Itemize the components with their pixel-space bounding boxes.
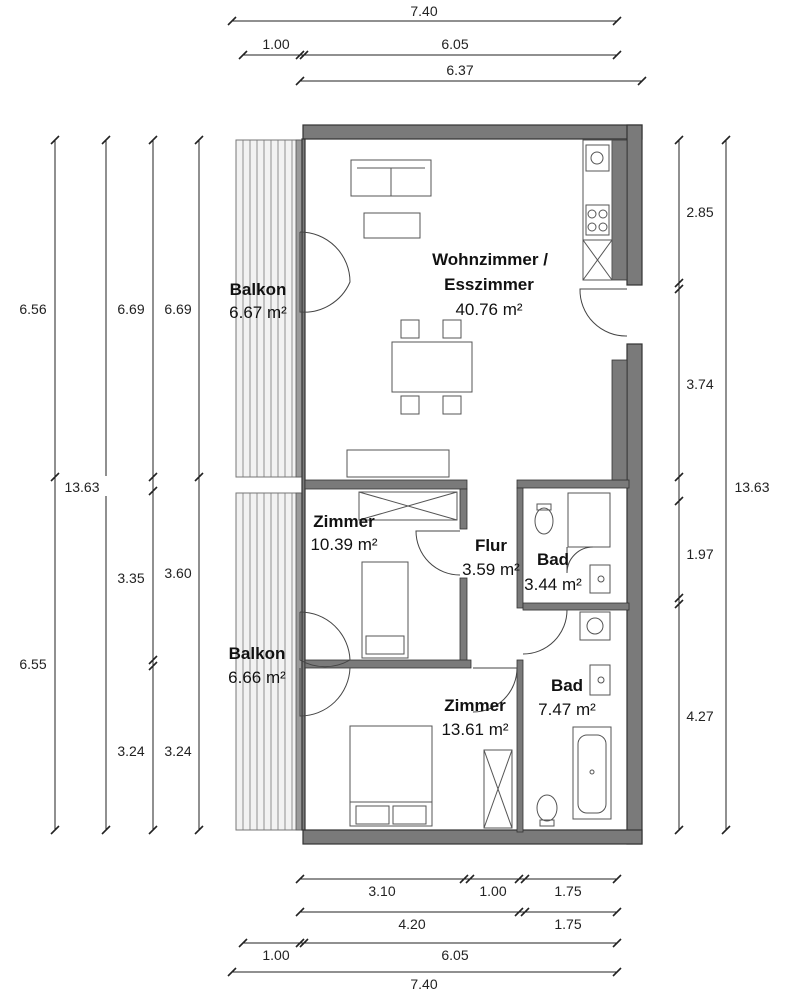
- wardrobe-room1: [358, 491, 458, 521]
- dim-left-d: 6.69: [164, 301, 191, 317]
- dim-left-lower-total: 6.55: [19, 656, 46, 672]
- dim-right-bath1: 1.97: [686, 546, 713, 562]
- dim-bottom-f: 1.00: [262, 947, 289, 963]
- dim-bottom-d: 4.20: [398, 916, 425, 932]
- dim-top-balcony: 1.00: [262, 36, 289, 52]
- label-flur-name: Flur: [475, 536, 507, 555]
- label-bad2-area: 7.47 m²: [538, 700, 596, 719]
- dim-top-interior: 6.05: [441, 36, 468, 52]
- balcony-top: [235, 139, 303, 478]
- coffee-table: [363, 212, 421, 239]
- label-balkon-top-area: 6.67 m²: [229, 303, 287, 322]
- label-zimmer1-name: Zimmer: [313, 512, 375, 531]
- kitchen-counter: [582, 139, 613, 281]
- dim-top-outer: 6.37: [446, 62, 473, 78]
- bed-room1: [361, 561, 409, 659]
- bed-room2: [349, 725, 433, 827]
- label-zimmer1-area: 10.39 m²: [310, 535, 377, 554]
- label-wohnzimmer-name2: Esszimmer: [444, 275, 534, 294]
- dim-bottom-c: 1.75: [554, 883, 581, 899]
- dim-right-total: 13.63: [734, 479, 769, 495]
- bottom-dimensions: 3.10 1.00 1.75 4.20 1.75 1.00 6.05 7.40: [227, 874, 622, 992]
- label-flur-area: 3.59 m²: [462, 560, 520, 579]
- sofa: [350, 159, 432, 197]
- wardrobe-room2: [483, 749, 513, 829]
- label-wohnzimmer-area: 40.76 m²: [455, 300, 522, 319]
- label-balkon-bottom-area: 6.66 m²: [228, 668, 286, 687]
- dim-left-c: 3.24: [117, 743, 144, 759]
- dim-bottom-e: 1.75: [554, 916, 581, 932]
- label-bad2-name: Bad: [551, 676, 583, 695]
- top-dimensions: 7.40 1.00 6.05 6.37: [227, 3, 647, 86]
- dim-left-e: 3.60: [164, 565, 191, 581]
- dim-left-b: 3.35: [117, 570, 144, 586]
- dim-right-bath2: 4.27: [686, 708, 713, 724]
- dim-left-a: 6.69: [117, 301, 144, 317]
- dim-bottom-h: 7.40: [410, 976, 437, 992]
- label-balkon-bottom-name: Balkon: [229, 644, 286, 663]
- doors: [299, 231, 628, 717]
- room-labels: Balkon 6.67 m² Wohnzimmer / Esszimmer 40…: [228, 250, 596, 739]
- dim-right-kitchen: 2.85: [686, 204, 713, 220]
- dim-left-f: 3.24: [164, 743, 191, 759]
- label-bad1-area: 3.44 m²: [524, 575, 582, 594]
- dining-table: [391, 319, 473, 415]
- dim-left-full: 13.63: [64, 479, 99, 495]
- label-zimmer2-name: Zimmer: [444, 696, 506, 715]
- right-dimensions: 2.85 3.74 1.97 4.27 13.63: [674, 135, 778, 835]
- left-dimensions: 6.56 6.55 13.63 6.69 3.35 3.24 6.69 3.60…: [19, 135, 204, 835]
- dim-bottom-b: 1.00: [479, 883, 506, 899]
- label-bad1-name: Bad: [537, 550, 569, 569]
- label-balkon-top-name: Balkon: [230, 280, 287, 299]
- dim-right-living: 3.74: [686, 376, 713, 392]
- balcony-bottom: [235, 492, 303, 831]
- bath2-fixtures: [536, 611, 612, 827]
- label-wohnzimmer-name1: Wohnzimmer /: [432, 250, 548, 269]
- outer-walls: [301, 124, 643, 845]
- dim-top-total: 7.40: [410, 3, 437, 19]
- interior-walls: [304, 139, 630, 833]
- label-zimmer2-area: 13.61 m²: [441, 720, 508, 739]
- dim-left-upper-total: 6.56: [19, 301, 46, 317]
- dim-bottom-a: 3.10: [368, 883, 395, 899]
- dim-bottom-g: 6.05: [441, 947, 468, 963]
- sideboard: [346, 449, 450, 478]
